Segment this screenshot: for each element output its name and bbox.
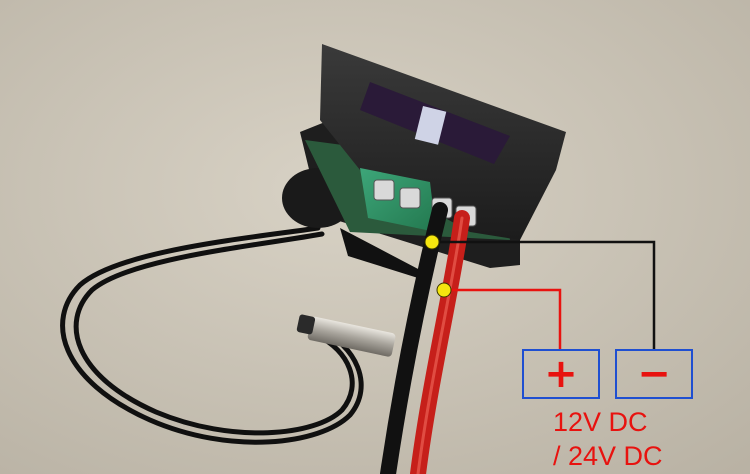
sensor-cable bbox=[60, 225, 364, 445]
negative-terminal-label: − bbox=[615, 349, 693, 399]
positive-terminal-label: + bbox=[522, 349, 600, 399]
negative-power-wire bbox=[380, 202, 448, 474]
negative-annotation-line bbox=[432, 240, 656, 349]
positive-connection-dot bbox=[436, 282, 452, 298]
terminal-screw-1 bbox=[373, 179, 395, 201]
negative-connection-dot bbox=[424, 234, 440, 250]
annotation-lines bbox=[432, 240, 656, 349]
terminal-screw-2 bbox=[399, 187, 421, 209]
negative-terminal-symbol: − bbox=[637, 351, 671, 397]
positive-annotation-line bbox=[444, 288, 562, 349]
display-chip bbox=[414, 106, 447, 145]
positive-terminal-symbol: + bbox=[544, 351, 578, 397]
voltage-label-line1: 12V DC bbox=[553, 407, 648, 437]
power-wires bbox=[380, 202, 470, 474]
voltage-label-line2: / 24V DC bbox=[553, 441, 663, 471]
temperature-probe bbox=[296, 314, 396, 357]
